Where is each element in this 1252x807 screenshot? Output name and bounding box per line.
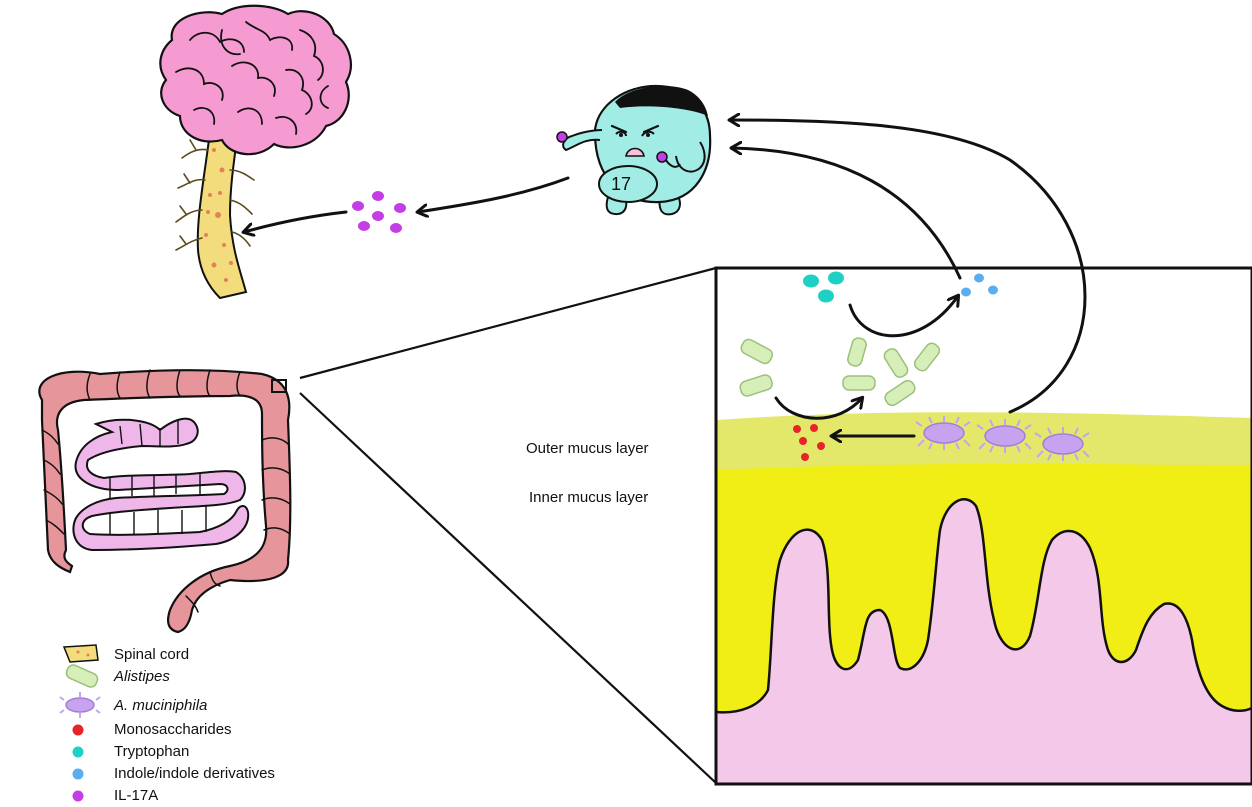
legend-label-il17a: IL-17A <box>114 787 158 804</box>
cell-number-label: 17 <box>611 174 631 194</box>
brain <box>160 6 351 154</box>
a-muciniphila-icon <box>60 692 100 718</box>
legend-label-spinal-cord: Spinal cord <box>114 646 189 663</box>
mucosa-zoom-panel <box>716 268 1252 784</box>
inner-mucus-label: Inner mucus layer <box>529 489 648 506</box>
legend-label-alistipes: Alistipes <box>114 668 170 685</box>
legend-label-monosaccharides: Monosaccharides <box>114 721 232 738</box>
outer-mucus-label: Outer mucus layer <box>526 440 649 457</box>
arrow-indole-to-cell <box>732 148 960 278</box>
arrow-cell-to-il17a <box>418 178 568 212</box>
zoom-line-top <box>300 268 716 378</box>
il17a-cluster <box>352 191 406 233</box>
arrow-il17a-to-spinal-cord <box>244 212 346 232</box>
small-intestine <box>73 419 248 550</box>
th17-cell <box>557 86 710 214</box>
legend-label-indole: Indole/indole derivatives <box>114 765 275 782</box>
legend-label-a-muciniphila: A. muciniphila <box>114 697 207 714</box>
legend-label-tryptophan: Tryptophan <box>114 743 189 760</box>
spinal-cord-icon <box>64 645 98 662</box>
alistipes-icon <box>65 663 100 689</box>
zoom-line-bottom <box>300 393 716 783</box>
dot-icon <box>73 791 84 802</box>
dot-icon <box>73 747 84 758</box>
dot-icon <box>73 769 84 780</box>
legend <box>60 645 100 802</box>
dot-icon <box>73 725 84 736</box>
